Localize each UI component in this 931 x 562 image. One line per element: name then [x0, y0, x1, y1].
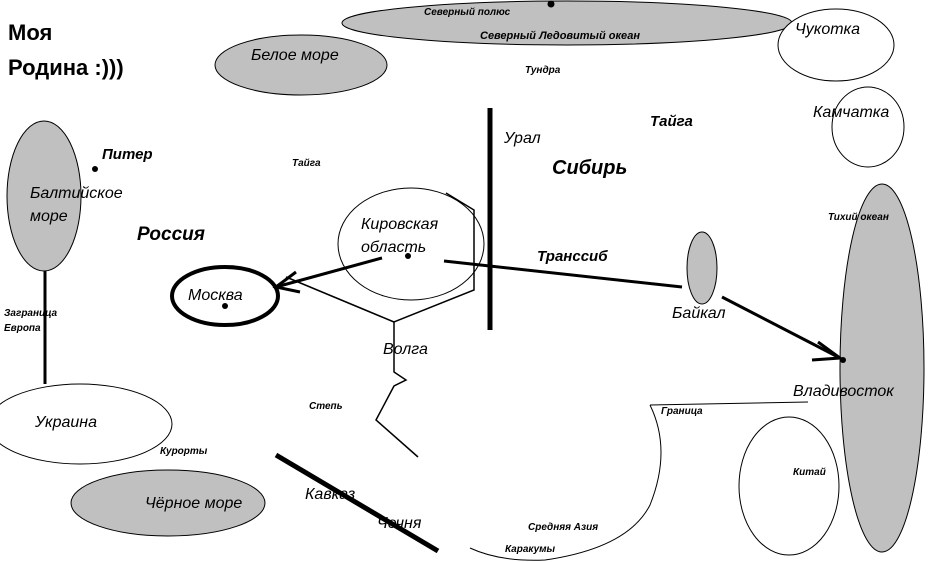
ukraine-shape — [0, 383, 173, 465]
label-black-sea: Чёрное море — [145, 495, 242, 512]
label-transsib: Транссиб — [537, 248, 608, 265]
border-line-top — [649, 401, 809, 406]
label-central-asia: Средняя Азия — [528, 522, 598, 533]
baikal-vladivostok-arrowhead — [811, 340, 845, 362]
label-north-pole: Северный полюс — [424, 7, 511, 18]
map-title-line2: Родина :))) — [8, 55, 124, 80]
kirov-dot — [405, 253, 411, 259]
label-baltic-sea-1: Балтийское — [30, 185, 123, 202]
label-piter: Питер — [102, 146, 153, 163]
label-pacific: Тихий океан — [828, 212, 889, 223]
label-kirov-1: Кировская — [361, 216, 439, 233]
label-kamchatka: Камчатка — [813, 104, 889, 121]
label-baltic-sea-2: море — [30, 208, 68, 225]
piter-dot — [92, 166, 98, 172]
north-pole-dot — [547, 0, 555, 8]
label-siberia: Сибирь — [552, 157, 627, 179]
label-abroad-1: Заграница — [4, 308, 57, 319]
label-arctic-ocean: Северный Ледовитый океан — [480, 30, 640, 42]
label-tundra: Тундра — [525, 65, 561, 76]
kirov-moscow-arrowhead — [272, 270, 301, 294]
label-kirov-2: область — [361, 239, 426, 256]
kirov-region-shape — [337, 187, 485, 301]
moscow-shape — [170, 265, 280, 327]
caucasus-line — [274, 452, 440, 554]
baikal-shape — [686, 231, 718, 305]
label-volga: Волга — [383, 341, 428, 358]
chukotka-shape — [777, 8, 895, 82]
map-title-line1: Моя — [8, 20, 52, 45]
label-chechnya: Чечня — [377, 515, 422, 532]
moscow-dot — [222, 303, 228, 309]
china-shape — [738, 416, 840, 556]
transsib-line — [443, 259, 683, 289]
label-ural: Урал — [503, 130, 541, 147]
label-karakum: Каракумы — [505, 544, 556, 555]
pacific-ocean-shape — [839, 183, 925, 553]
label-abroad-2: Европа — [4, 323, 41, 334]
kamchatka-shape — [831, 86, 905, 168]
label-moscow: Москва — [188, 287, 243, 304]
white-sea-shape — [214, 34, 388, 96]
label-steppe: Степь — [309, 401, 343, 412]
vladivostok-dot — [840, 357, 846, 363]
label-vladivostok: Владивосток — [793, 383, 895, 400]
label-ukraine: Украина — [34, 414, 97, 431]
label-china: Китай — [793, 467, 826, 478]
label-baikal: Байкал — [672, 305, 726, 322]
kirov-moscow-arrow — [275, 256, 383, 289]
label-russia: Россия — [137, 224, 205, 245]
label-chukotka: Чукотка — [795, 21, 860, 38]
baikal-vladivostok-arrow — [721, 295, 841, 360]
label-white-sea: Белое море — [251, 47, 339, 64]
label-taiga-east: Тайга — [650, 113, 693, 130]
label-border: Граница — [661, 406, 703, 417]
label-caucasus: Кавказ — [305, 486, 355, 503]
label-taiga-west: Тайга — [292, 158, 321, 169]
border-line — [469, 404, 662, 561]
black-sea-shape — [70, 469, 266, 537]
label-resorts: Курорты — [160, 446, 208, 457]
